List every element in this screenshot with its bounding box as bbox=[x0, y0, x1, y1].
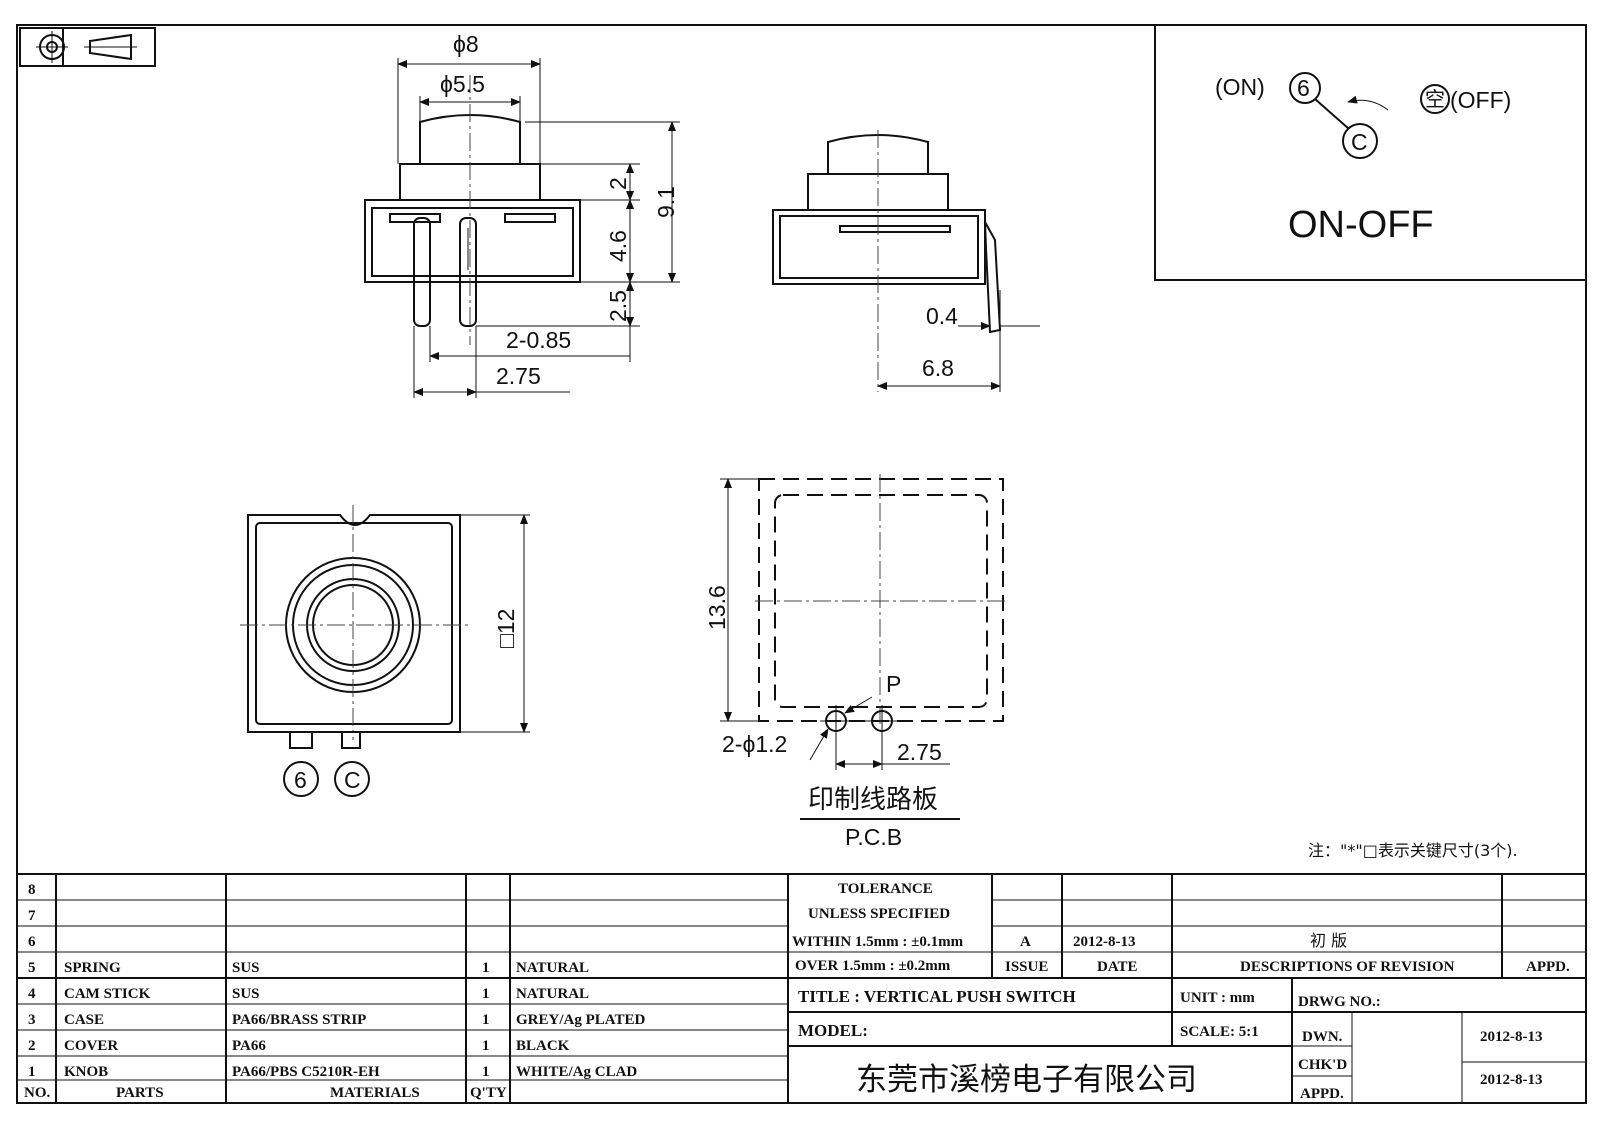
parts-cell-finish: WHITE/Ag CLAD bbox=[516, 1064, 637, 1080]
date-value: 2012-8-13 bbox=[1073, 934, 1136, 950]
parts-cell-finish: GREY/Ag PLATED bbox=[516, 1012, 645, 1028]
parts-cell-no: 5 bbox=[28, 960, 36, 976]
dim-2: 2 bbox=[605, 177, 631, 190]
title-field: TITLE : VERTICAL PUSH SWITCH bbox=[798, 987, 1076, 1006]
dim-46: 4.6 bbox=[605, 230, 631, 262]
pin-label-c: C bbox=[344, 767, 361, 793]
parts-cell-no: 6 bbox=[28, 934, 36, 950]
parts-cell-material: PA66/PBS C5210R-EH bbox=[232, 1064, 380, 1080]
company-name: 东莞市溪榜电子有限公司 bbox=[856, 1062, 1197, 1098]
parts-cell-part: CASE bbox=[64, 1012, 104, 1028]
tolerance-line4: OVER 1.5mm : ±0.2mm bbox=[795, 958, 951, 974]
tolerance-line2: UNLESS SPECIFIED bbox=[808, 906, 950, 922]
pcb-label-en: P.C.B bbox=[845, 824, 902, 850]
parts-cell-material: PA66 bbox=[232, 1038, 266, 1054]
dwn-date: 2012-8-13 bbox=[1480, 1029, 1543, 1045]
parts-cell-qty: 1 bbox=[482, 1012, 490, 1028]
projection-symbol-icon bbox=[19, 27, 156, 67]
parts-cell-qty: 1 bbox=[482, 1038, 490, 1054]
schematic-on-label: (ON) bbox=[1215, 74, 1265, 100]
dim-sq12: □12 bbox=[493, 609, 519, 648]
parts-cell-material: SUS bbox=[232, 960, 260, 976]
top-view bbox=[240, 505, 530, 797]
dim-91: 9.1 bbox=[653, 186, 679, 218]
appd-header: APPD. bbox=[1526, 959, 1570, 975]
key-dimension-note: 注："*"□表示关键尺寸(3个). bbox=[1308, 841, 1518, 860]
schematic-terminal-c: C bbox=[1351, 129, 1368, 155]
pin-label-6: 6 bbox=[294, 767, 307, 793]
parts-cell-no: 3 bbox=[28, 1012, 36, 1028]
parts-cell-qty: 1 bbox=[482, 986, 490, 1002]
dim-hole: 2-ϕ1.2 bbox=[722, 731, 787, 757]
parts-cell-part: KNOB bbox=[64, 1064, 108, 1080]
pcb-label-cn: 印制线路板 bbox=[808, 785, 938, 815]
dim-pin-pitch: 2.75 bbox=[496, 363, 541, 389]
dim-68: 6.8 bbox=[922, 355, 954, 381]
unit-field: UNIT : mm bbox=[1180, 990, 1255, 1006]
parts-cell-qty: 1 bbox=[482, 1064, 490, 1080]
dim-136: 13.6 bbox=[704, 585, 730, 630]
chkd-date: 2012-8-13 bbox=[1480, 1072, 1543, 1088]
parts-cell-no: 8 bbox=[28, 882, 36, 898]
tolerance-line3: WITHIN 1.5mm : ±0.1mm bbox=[792, 934, 964, 950]
switch-schematic bbox=[1154, 24, 1587, 281]
dim-phi8: ϕ8 bbox=[453, 31, 479, 57]
parts-cell-no: 4 bbox=[28, 986, 36, 1002]
dim-pin-width: 2-0.85 bbox=[506, 327, 571, 353]
parts-cell-part: SPRING bbox=[64, 960, 121, 976]
schematic-title: ON-OFF bbox=[1288, 204, 1434, 246]
parts-cell-part: CAM STICK bbox=[64, 986, 151, 1002]
pcb-footprint bbox=[720, 474, 1008, 820]
header-qty: Q'TY bbox=[470, 1085, 507, 1101]
title-block-grid bbox=[788, 874, 1586, 1103]
header-no: NO. bbox=[24, 1085, 51, 1101]
model-field: MODEL: bbox=[798, 1021, 868, 1040]
schematic-kong: 空 bbox=[1425, 87, 1445, 111]
parts-cell-no: 1 bbox=[28, 1064, 36, 1080]
pad-p-label: P bbox=[886, 671, 901, 697]
parts-cell-finish: NATURAL bbox=[516, 986, 589, 1002]
header-parts: PARTS bbox=[116, 1085, 164, 1101]
issue-header: ISSUE bbox=[1005, 959, 1048, 975]
schematic-terminal-6: 6 bbox=[1297, 75, 1310, 101]
dwn-label: DWN. bbox=[1302, 1029, 1343, 1045]
date-header: DATE bbox=[1097, 959, 1138, 975]
parts-cell-no: 7 bbox=[28, 908, 36, 924]
parts-cell-no: 2 bbox=[28, 1038, 36, 1054]
parts-cell-material: PA66/BRASS STRIP bbox=[232, 1012, 366, 1028]
desc-header: DESCRIPTIONS OF REVISION bbox=[1240, 959, 1455, 975]
dim-25: 2.5 bbox=[605, 290, 631, 322]
parts-cell-part: COVER bbox=[64, 1038, 118, 1054]
tolerance-line1: TOLERANCE bbox=[838, 881, 933, 897]
scale-field: SCALE: 5:1 bbox=[1180, 1024, 1259, 1040]
parts-cell-qty: 1 bbox=[482, 960, 490, 976]
header-materials: MATERIALS bbox=[330, 1085, 420, 1101]
sheet-border bbox=[16, 24, 1587, 1104]
parts-table-grid bbox=[17, 873, 1586, 1103]
dim-phi55: ϕ5.5 bbox=[440, 71, 485, 97]
drwg-no-field: DRWG NO.: bbox=[1298, 994, 1381, 1010]
side-view bbox=[772, 130, 1040, 392]
issue-value: A bbox=[1020, 934, 1031, 950]
parts-cell-finish: NATURAL bbox=[516, 960, 589, 976]
chkd-label: CHK'D bbox=[1298, 1057, 1347, 1073]
parts-cell-material: SUS bbox=[232, 986, 260, 1002]
dim-hole-pitch: 2.75 bbox=[897, 739, 942, 765]
revision-desc-value: 初 版 bbox=[1310, 931, 1347, 950]
parts-cell-finish: BLACK bbox=[516, 1038, 570, 1054]
front-view bbox=[364, 58, 680, 398]
appd-label: APPD. bbox=[1300, 1086, 1344, 1102]
schematic-off-label: (OFF) bbox=[1450, 87, 1511, 113]
dim-04: 0.4 bbox=[926, 303, 958, 329]
